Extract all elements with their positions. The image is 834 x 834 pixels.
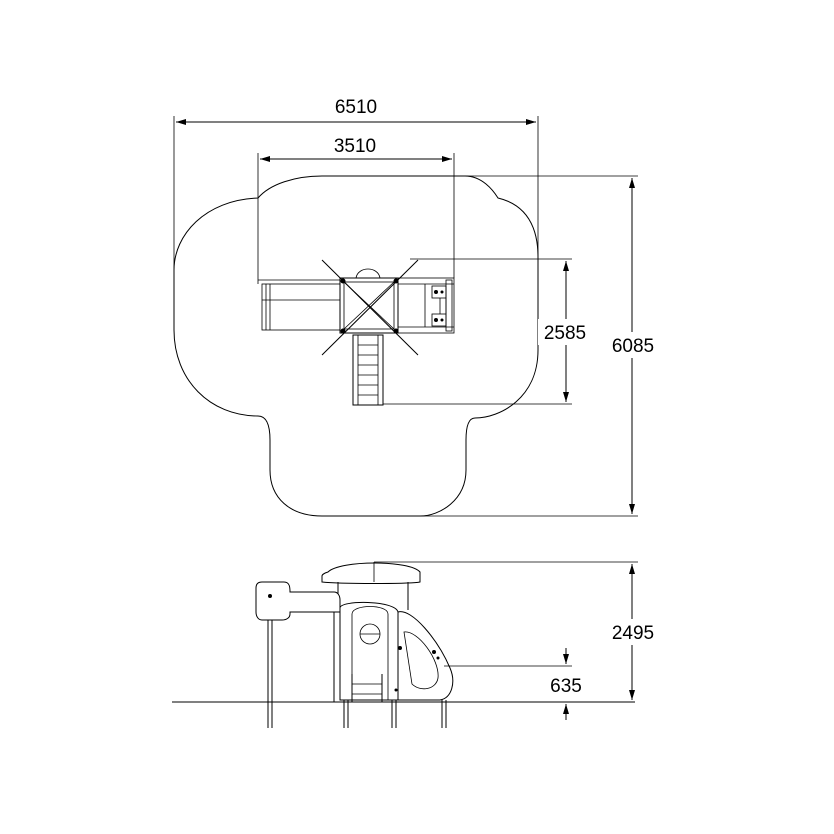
dimension-plan-inner-width: 3510 bbox=[257, 136, 455, 284]
dimension-platform-height: 635 bbox=[444, 648, 582, 720]
plan-left-bridge bbox=[261, 283, 341, 331]
dim-label-plan-total-depth: 6085 bbox=[612, 336, 654, 357]
elevation-climbing-panel bbox=[397, 611, 454, 701]
plan-ladder bbox=[352, 334, 384, 406]
dimension-plan-inner-depth: 2585 bbox=[383, 258, 592, 405]
elevation-ladder bbox=[351, 674, 383, 702]
dim-label-plan-inner-width: 3510 bbox=[334, 136, 376, 157]
elevation-left-panel bbox=[255, 581, 341, 728]
dim-label-plan-inner-depth: 2585 bbox=[544, 323, 586, 344]
dim-label-plan-total-width: 6510 bbox=[335, 97, 377, 118]
plan-view: 6510 3510 2585 6085 bbox=[173, 97, 662, 517]
dim-label-platform-height: 635 bbox=[550, 676, 582, 697]
dimension-plan-total-width: 6510 bbox=[173, 97, 539, 270]
dim-label-elevation-height: 2495 bbox=[612, 623, 654, 644]
plan-right-panel bbox=[397, 277, 455, 334]
elevation-view: 2495 635 bbox=[172, 561, 662, 728]
elevation-tower-panel bbox=[339, 601, 399, 701]
dimension-plan-total-depth: 6085 bbox=[420, 175, 662, 517]
dimension-elevation-height: 2495 bbox=[374, 561, 662, 700]
elevation-roof bbox=[321, 562, 421, 584]
